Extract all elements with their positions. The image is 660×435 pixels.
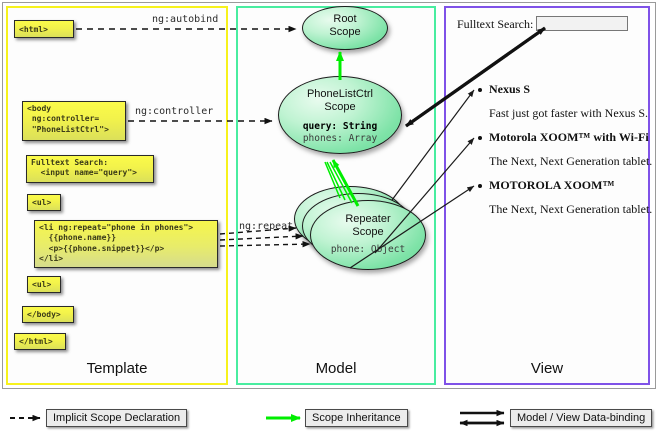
view-item-name-0: Nexus S — [489, 82, 531, 96]
code-box-html-open: <html> — [14, 20, 74, 38]
view-item-snippet-0: Fast just got faster with Nexus S. — [489, 106, 648, 120]
view-item-name-1: Motorola XOOM™ with Wi-Fi — [489, 130, 649, 144]
scope-phonelistctrl-title-line2: Scope — [324, 100, 356, 113]
code-box-body-close: </body> — [22, 306, 74, 323]
scope-prop-phone: phone: Object — [330, 244, 406, 256]
view-search-input[interactable] — [536, 16, 628, 31]
legend-glyph-model-view-data-binding — [459, 409, 505, 427]
code-box-ul-close: <ul> — [27, 276, 61, 293]
view-item-snippet-2: The Next, Next Generation tablet. — [489, 202, 653, 216]
view-search-label: Fulltext Search: — [457, 17, 534, 31]
code-box-html-close: </html> — [14, 333, 66, 350]
edge-label-repeat: ng:repeat — [239, 221, 294, 232]
panel-label-view: View — [530, 360, 564, 377]
scope-prop-phones: phones: Array — [302, 133, 378, 145]
scope-root-title-line2: Scope — [329, 25, 361, 38]
panel-label-model: Model — [315, 360, 357, 377]
view-bullet-2 — [478, 184, 482, 188]
scope-phonelistctrl-title-line1: PhoneListCtrl — [306, 88, 374, 100]
code-box-body-open: <body ng:controller= "PhoneListCtrl"> — [22, 101, 126, 141]
view-item-snippet-1: The Next, Next Generation tablet. — [489, 154, 653, 168]
legend-label-implicit-scope-declaration: Implicit Scope Declaration — [46, 409, 188, 427]
code-box-ul-open: <ul> — [27, 194, 61, 211]
scope-repeater-title-line2: Scope — [352, 225, 384, 238]
scope-root-title-line1: Root — [333, 13, 357, 25]
code-box-li-repeat: <li ng:repeat="phone in phones"> {{phone… — [34, 220, 218, 268]
panel-label-template: Template — [86, 360, 148, 377]
panel-view — [444, 6, 650, 385]
scope-repeater-title-line1: Repeater — [345, 213, 391, 225]
scope-root: Root Scope — [302, 6, 388, 50]
view-bullet-0 — [478, 88, 482, 92]
code-box-fulltext-search: Fulltext Search: <input name="query"> — [26, 155, 154, 183]
view-bullet-1 — [478, 136, 482, 140]
legend-label-scope-inheritance: Scope Inheritance — [305, 409, 408, 427]
edge-label-autobind: ng:autobind — [152, 14, 219, 25]
edge-label-controller: ng:controller — [135, 106, 214, 117]
scope-repeater: Repeater Scope phone: Object — [310, 200, 426, 270]
scope-phonelistctrl: PhoneListCtrl Scope query: String phones… — [278, 76, 402, 154]
scope-prop-query: query: String — [302, 121, 378, 133]
view-item-name-2: MOTOROLA XOOM™ — [489, 178, 615, 192]
legend-label-model-view-data-binding: Model / View Data-binding — [510, 409, 653, 427]
